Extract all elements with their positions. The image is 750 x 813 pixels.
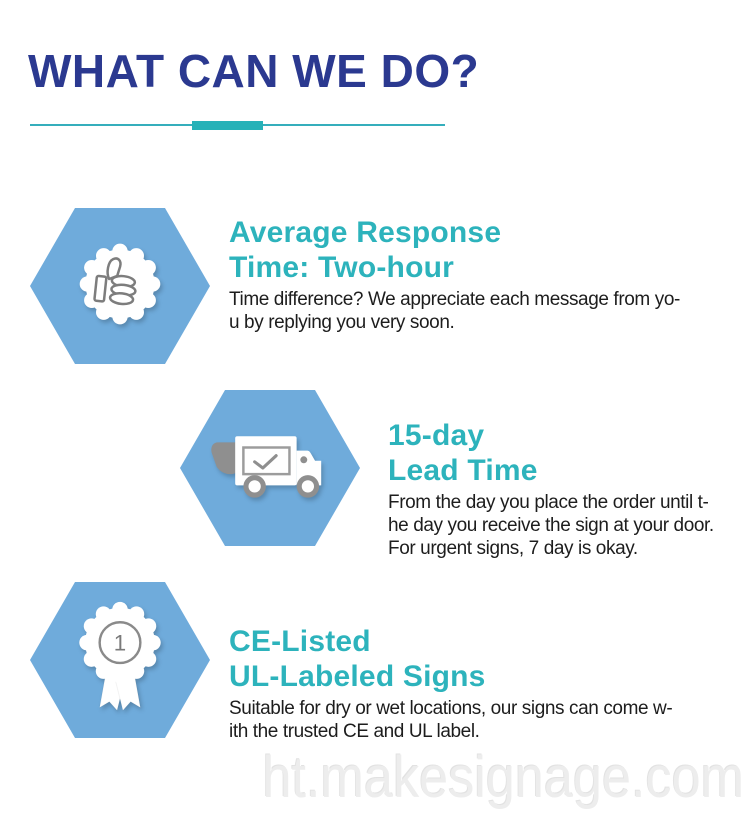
- feature-heading: 15-day Lead Time: [388, 418, 714, 488]
- hexagon-badge-response: [30, 208, 210, 364]
- award-medal-icon: 1: [79, 601, 161, 712]
- body-line: Suitable for dry or wet locations, our s…: [229, 698, 673, 719]
- feature-text-certifications: CE-Listed UL-Labeled Signs Suitable for …: [229, 624, 673, 743]
- title-divider-accent: [192, 121, 263, 130]
- hexagon-badge-certifications: 1: [30, 582, 210, 738]
- page-title: WHAT CAN WE DO?: [28, 45, 480, 97]
- feature-description: From the day you place the order until t…: [388, 491, 714, 560]
- heading-line: 15-day: [388, 419, 485, 452]
- body-line: u by replying you very soon.: [229, 312, 455, 333]
- heading-line: Lead Time: [388, 454, 538, 487]
- medal-number: 1: [114, 630, 126, 655]
- feature-text-leadtime: 15-day Lead Time From the day you place …: [388, 418, 714, 560]
- feature-description: Time difference? We appreciate each mess…: [229, 288, 680, 334]
- heading-line: UL-Labeled Signs: [229, 660, 486, 693]
- feature-description: Suitable for dry or wet locations, our s…: [229, 697, 673, 743]
- feature-text-response: Average Response Time: Two-hour Time dif…: [229, 215, 680, 334]
- feature-heading: CE-Listed UL-Labeled Signs: [229, 624, 672, 694]
- body-line: For urgent signs, 7 day is okay.: [388, 538, 638, 559]
- body-line: ith the trusted CE and UL label.: [229, 721, 480, 742]
- heading-line: Time: Two-hour: [229, 251, 455, 284]
- feature-heading: Average Response Time: Two-hour: [229, 215, 680, 285]
- hexagon-badge-leadtime: [180, 390, 360, 546]
- heading-line: Average Response: [229, 216, 502, 249]
- body-line: Time difference? We appreciate each mess…: [229, 289, 680, 310]
- delivery-truck-icon: [211, 436, 322, 498]
- body-line: From the day you place the order until t…: [388, 492, 709, 513]
- body-line: he day you receive the sign at your door…: [388, 515, 714, 536]
- heading-line: CE-Listed: [229, 625, 371, 658]
- watermark: ht.makesignage.com: [262, 745, 744, 810]
- thumbs-up-icon: [79, 243, 161, 325]
